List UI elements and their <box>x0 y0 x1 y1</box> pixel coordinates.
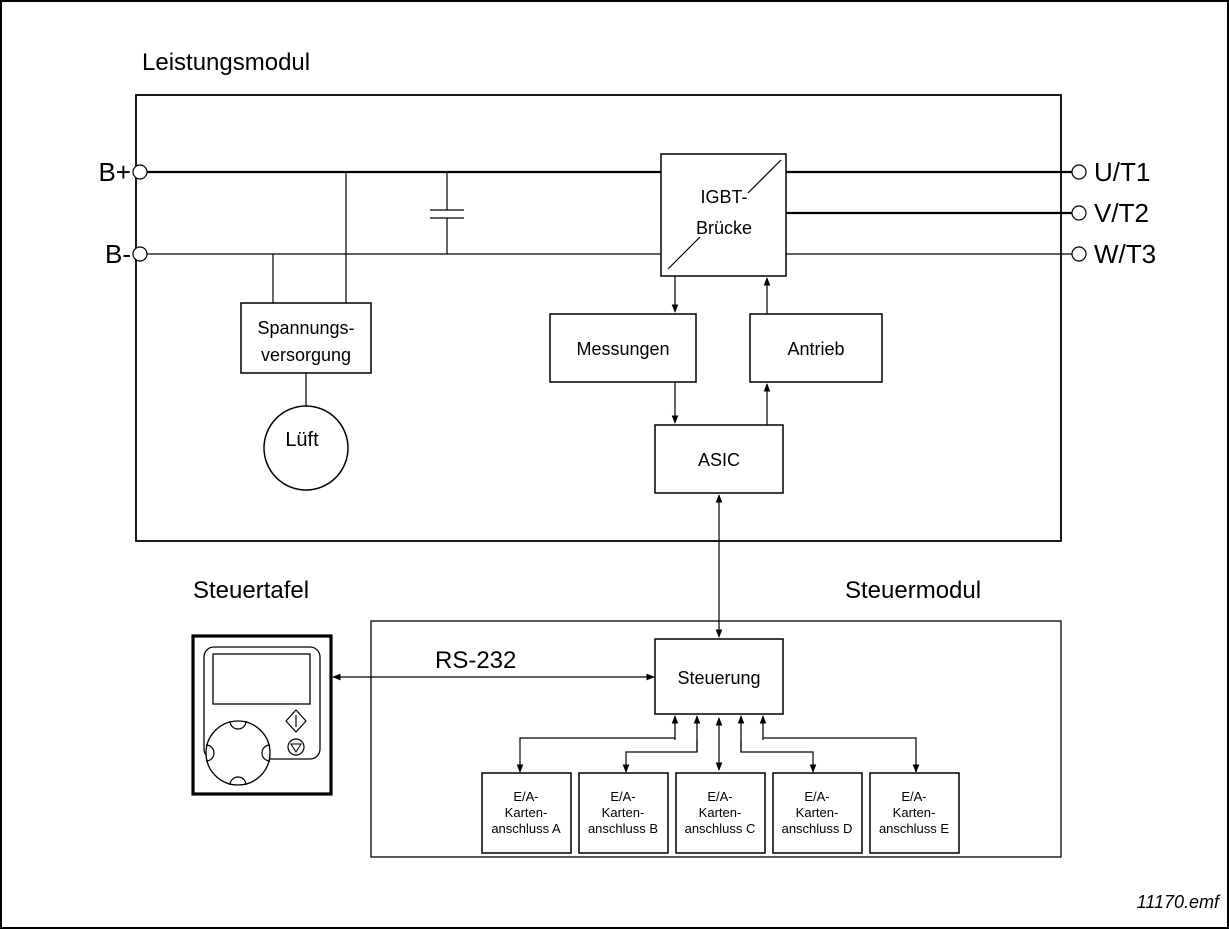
asic-block: ASIC <box>654 424 784 494</box>
terminal-b-plus <box>132 164 148 180</box>
keypad-navigation-pad <box>205 720 271 786</box>
terminal-b-minus-label: B- <box>105 239 131 269</box>
psu-label-line1: Spannungs- <box>257 318 354 338</box>
io-card-e-line1: E/A- <box>901 789 926 804</box>
io-card-e: E/A- Karten- anschluss E <box>869 772 960 854</box>
io-card-d-line3: anschluss D <box>782 821 853 836</box>
measurements-label: Messungen <box>576 339 669 359</box>
io-card-d-line2: Karten- <box>796 805 839 820</box>
io-card-c-line3: anschluss C <box>685 821 756 836</box>
io-card-e-line2: Karten- <box>893 805 936 820</box>
terminal-u-label: U/T1 <box>1094 157 1150 187</box>
terminal-v-label: V/T2 <box>1094 198 1149 228</box>
io-card-b-line1: E/A- <box>610 789 635 804</box>
io-card-d: E/A- Karten- anschluss D <box>772 772 863 854</box>
io-card-b-line3: anschluss B <box>588 821 658 836</box>
control-panel-title: Steuertafel <box>193 577 309 604</box>
io-card-a-line2: Karten- <box>505 805 548 820</box>
terminal-w <box>1071 246 1087 262</box>
dc-bus <box>145 170 661 303</box>
rs232-label: RS-232 <box>435 647 516 674</box>
terminal-w-label: W/T3 <box>1094 239 1156 269</box>
stop-button-icon <box>287 738 305 756</box>
fan-label: Lüft <box>285 429 319 451</box>
control-label: Steuerung <box>677 668 760 688</box>
control-module-frame <box>370 620 1062 858</box>
igbt-bridge: IGBT- Brücke <box>660 153 787 277</box>
control-module-title: Steuermodul <box>845 577 981 604</box>
measurements-block: Messungen <box>549 313 697 383</box>
io-card-b: E/A- Karten- anschluss B <box>578 772 669 854</box>
terminal-u <box>1071 164 1087 180</box>
fan-block: Lüft <box>263 405 349 491</box>
io-card-e-line3: anschluss E <box>879 821 949 836</box>
terminal-b-plus-label: B+ <box>98 157 131 187</box>
drive-block: Antrieb <box>749 313 883 383</box>
igbt-label-line1: IGBT- <box>700 187 747 207</box>
control-block: Steuerung <box>654 638 784 715</box>
power-supply-block: Spannungs- versorgung <box>240 302 372 374</box>
io-card-b-line2: Karten- <box>602 805 645 820</box>
drive-label: Antrieb <box>787 339 844 359</box>
psu-label-line2: versorgung <box>261 345 351 365</box>
io-card-a-line3: anschluss A <box>491 821 561 836</box>
io-card-c: E/A- Karten- anschluss C <box>675 772 766 854</box>
io-card-a-line1: E/A- <box>513 789 538 804</box>
io-bus <box>516 715 920 773</box>
output-lines <box>786 170 1072 255</box>
io-card-c-line2: Karten- <box>699 805 742 820</box>
keypad-display <box>212 653 311 705</box>
file-reference: 11170.emf <box>1137 892 1221 912</box>
start-button-icon <box>285 709 307 733</box>
io-card-c-line1: E/A- <box>707 789 732 804</box>
igbt-label-line2: Brücke <box>696 218 752 238</box>
control-panel-keypad <box>191 634 333 796</box>
io-card-d-line1: E/A- <box>804 789 829 804</box>
asic-label: ASIC <box>698 450 740 470</box>
signal-arrows <box>671 276 771 638</box>
power-module-frame <box>135 94 1062 542</box>
io-card-a: E/A- Karten- anschluss A <box>481 772 572 854</box>
power-module-title: Leistungsmodul <box>142 49 310 76</box>
terminal-v <box>1071 205 1087 221</box>
terminal-b-minus <box>132 246 148 262</box>
